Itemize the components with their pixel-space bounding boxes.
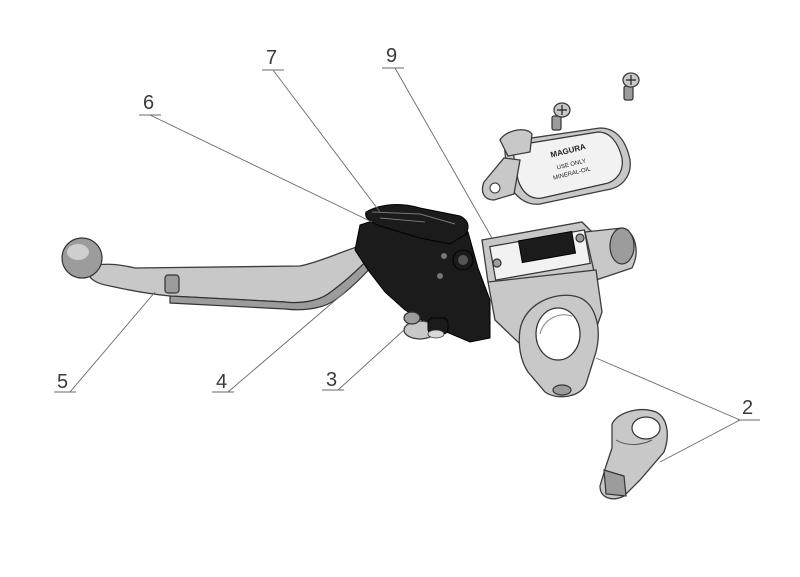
master-cylinder-body [481, 221, 637, 398]
reservoir-sight-glass [517, 230, 577, 264]
callout-9: 9 [386, 45, 397, 67]
leader-6 [149, 114, 373, 223]
leader-9 [394, 67, 493, 239]
callout-4: 4 [216, 371, 227, 393]
lever-adjuster-knob [164, 274, 180, 294]
callout-2: 2 [742, 397, 753, 419]
lever-cover [354, 204, 491, 343]
leader-lines [69, 67, 741, 463]
leader-3 [337, 329, 405, 391]
leader-4 [227, 291, 346, 393]
cap-screw-left [551, 102, 571, 131]
leader-7 [272, 69, 381, 213]
callout-5: 5 [57, 371, 68, 393]
leader-2a [595, 357, 741, 421]
callout-7: 7 [266, 47, 277, 69]
leader-5 [69, 291, 156, 393]
cap-screw-right [622, 72, 640, 101]
handlebar-clamp [599, 409, 668, 500]
callout-6: 6 [143, 92, 154, 114]
lever-blade [61, 237, 379, 311]
pivot-fitting [403, 311, 449, 340]
reservoir-cap: MAGURA USE ONLY MINERAL-OIL [481, 127, 631, 205]
leader-2b [659, 419, 741, 463]
callout-3: 3 [326, 369, 337, 391]
callout-labels: 7 6 9 5 4 3 2 [54, 45, 760, 421]
